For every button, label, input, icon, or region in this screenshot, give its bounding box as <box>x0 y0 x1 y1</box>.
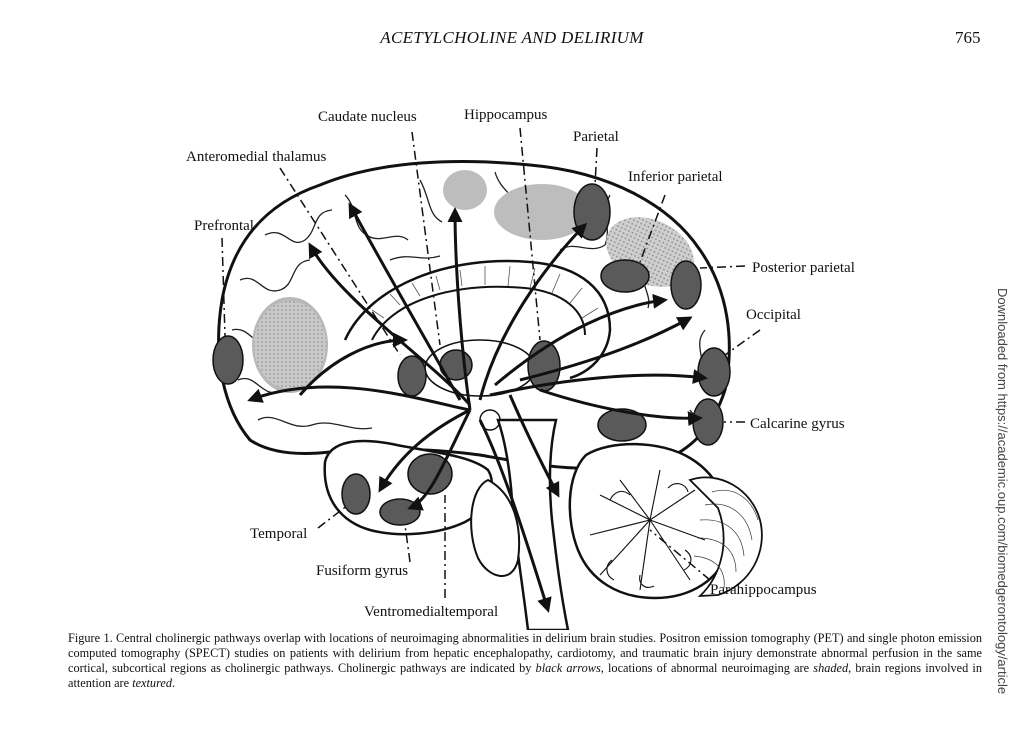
label-parahippocampus: Parahippocampus <box>710 582 817 598</box>
page-number: 765 <box>955 28 981 47</box>
caption-text-1: Central cholinergic pathways overlap wit… <box>68 631 982 675</box>
figure-caption: Figure 1. Central cholinergic pathways o… <box>68 631 982 691</box>
pons <box>470 478 521 578</box>
caption-em-shaded: shaded <box>813 661 849 675</box>
region-markers <box>212 183 731 526</box>
label-caudate-nucleus: Caudate nucleus <box>318 109 417 125</box>
cholinergic-arrows <box>247 202 708 613</box>
label-calcarine-gyrus: Calcarine gyrus <box>750 416 845 432</box>
caption-label: Figure 1. <box>68 631 113 645</box>
label-anteromedial-thalamus: Anteromedial thalamus <box>186 149 327 165</box>
label-hippocampus: Hippocampus <box>464 107 547 123</box>
label-parietal: Parietal <box>573 129 619 145</box>
caption-em-arrows: black arrows <box>535 661 601 675</box>
running-title: ACETYLCHOLINE AND DELIRIUM <box>380 28 644 47</box>
caption-em-textured: textured <box>132 676 173 690</box>
cerebellum <box>568 442 763 600</box>
figure-labels: Caudate nucleus Hippocampus Parietal Ant… <box>186 107 855 620</box>
label-occipital: Occipital <box>746 307 801 323</box>
brain-figure: Caudate nucleus Hippocampus Parietal Ant… <box>186 107 855 630</box>
caption-text-3: , brain regions involved in attention ar… <box>68 661 982 690</box>
label-fusiform-gyrus: Fusiform gyrus <box>316 563 408 579</box>
label-temporal: Temporal <box>250 526 307 542</box>
label-inferior-parietal: Inferior parietal <box>628 169 723 185</box>
label-ventromedialtemporal: Ventromedialtemporal <box>364 604 498 620</box>
leader-lines <box>221 127 761 598</box>
caption-text-2: , locations of abnormal neuroimaging are <box>600 661 814 675</box>
label-prefrontal: Prefrontal <box>194 218 254 234</box>
cortex-outline <box>217 160 731 471</box>
label-posterior-parietal: Posterior parietal <box>752 260 855 276</box>
caption-text-4: . <box>172 676 176 690</box>
